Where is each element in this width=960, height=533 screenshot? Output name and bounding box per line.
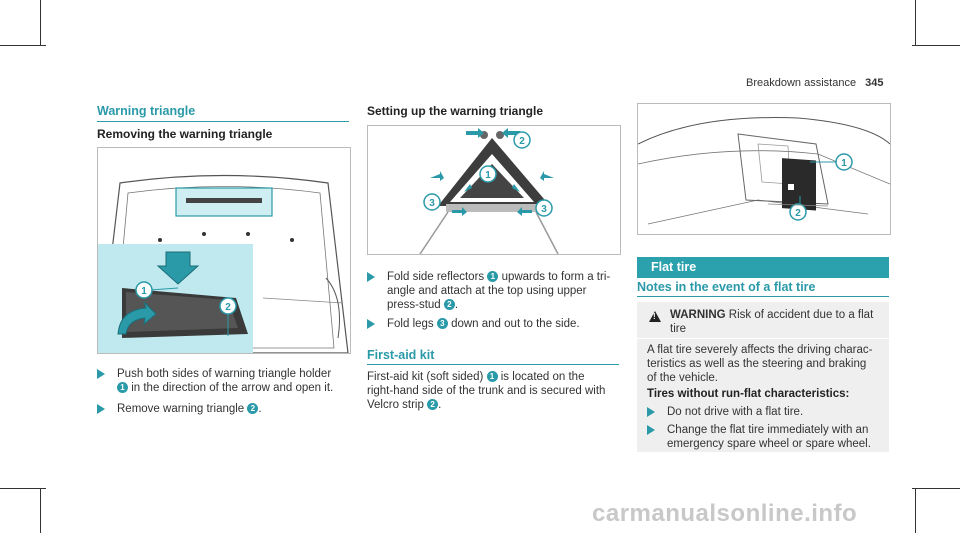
crop-mark	[40, 488, 41, 533]
step-push-holder: Push both sides of warning triangle hold…	[97, 367, 377, 395]
step-arrow-icon	[647, 407, 655, 417]
svg-text:2: 2	[795, 208, 801, 219]
svg-text:2: 2	[225, 302, 231, 313]
section-name: Breakdown assistance	[746, 77, 857, 89]
title-rule	[97, 121, 349, 122]
step-arrow-icon	[647, 425, 655, 435]
crop-mark	[912, 45, 960, 46]
figure-trunk-firstaid: 1 2	[637, 103, 891, 235]
svg-text:2: 2	[519, 136, 525, 147]
step-do-not-drive: Do not drive with a flat tire.	[647, 405, 907, 419]
flat-tire-banner: Flat tire	[637, 257, 889, 278]
warning-body: A flat tire severely affects the driving…	[647, 344, 873, 384]
warning-divider	[637, 338, 889, 339]
page-number: 345	[865, 77, 884, 89]
warning-triangle-icon	[649, 311, 661, 322]
callout-badge: 1	[486, 371, 498, 382]
notes-title: Notes in the event of a flat tire	[637, 280, 816, 294]
callout-badge: 2	[443, 299, 455, 310]
subsection-title: Removing the warning triangle	[97, 127, 273, 141]
callout-badge: 1	[117, 382, 128, 393]
svg-text:3: 3	[541, 204, 547, 215]
crop-mark	[0, 45, 46, 46]
title-rule	[367, 364, 619, 365]
crop-mark	[40, 0, 41, 46]
svg-text:3: 3	[429, 198, 435, 209]
svg-text:1: 1	[841, 158, 847, 169]
step-fold-reflectors: Fold side reflectors 1 upwards to form a…	[367, 270, 647, 312]
trunk-lid-illustration: 1 2	[98, 174, 349, 353]
firstaid-text: First-aid kit (soft sided) 1 is located …	[367, 371, 606, 411]
step-arrow-icon	[97, 369, 105, 379]
step-fold-legs: Fold legs 3 down and out to the side.	[367, 317, 647, 331]
warning-heading: WARNING Risk of accident due to a flat t…	[670, 309, 874, 335]
firstaid-title: First-aid kit	[367, 348, 435, 362]
crop-mark	[0, 488, 46, 489]
warning-triangle-illustration: 2 1 3 3	[419, 128, 559, 254]
subsection-title: Setting up the warning triangle	[367, 104, 544, 118]
watermark: carmanualsonline.info	[592, 500, 858, 527]
tires-heading: Tires without run-flat characteristics:	[647, 388, 850, 400]
step-arrow-icon	[367, 319, 375, 329]
callout-badge: 2	[247, 403, 259, 414]
step-arrow-icon	[367, 272, 375, 282]
warning-box	[637, 302, 889, 452]
svg-text:1: 1	[485, 170, 491, 181]
step-arrow-icon	[97, 404, 105, 414]
figure-setup-triangle: 2 1 3 3	[367, 125, 621, 255]
running-header: Breakdown assistance 345	[746, 77, 883, 89]
callout-badge: 1	[487, 271, 499, 282]
figure-trunk-lid: 1 2	[97, 147, 351, 354]
title-rule	[637, 296, 889, 297]
step-change-tire: Change the flat tire immediately with an…	[647, 423, 907, 451]
svg-text:1: 1	[141, 286, 147, 297]
section-title: Warning triangle	[97, 104, 196, 118]
callout-badge: 3	[436, 318, 448, 329]
callout-badge: 2	[427, 399, 439, 410]
crop-mark	[915, 488, 916, 533]
step-remove-triangle: Remove warning triangle 2.	[97, 402, 377, 416]
crop-mark	[912, 488, 960, 489]
trunk-firstaid-illustration: 1 2	[638, 117, 890, 225]
crop-mark	[915, 0, 916, 46]
